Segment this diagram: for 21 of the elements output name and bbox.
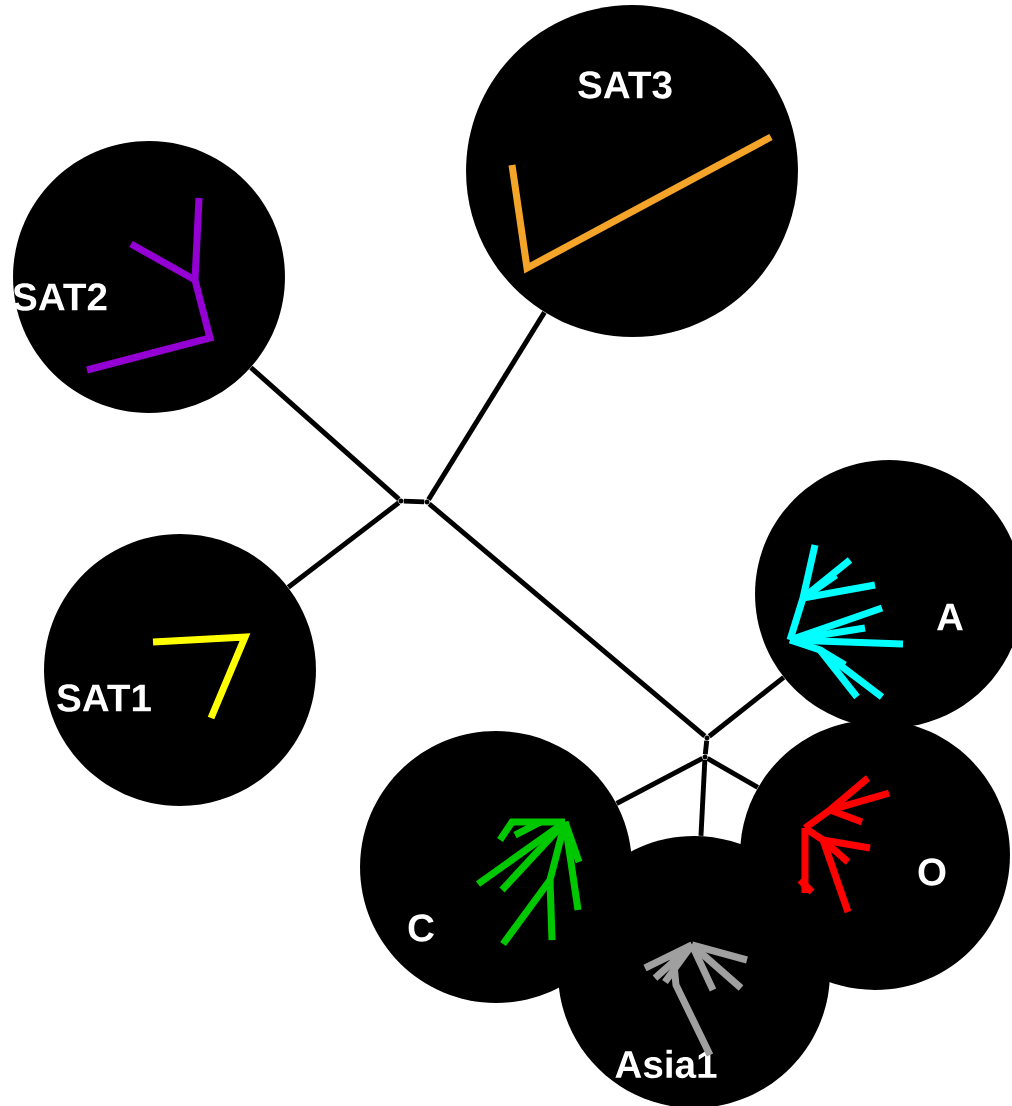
tree-branch [427, 501, 707, 739]
tree-branch [426, 311, 547, 501]
branch-point [702, 754, 708, 760]
tree-branch [286, 500, 401, 590]
tree-branch [403, 498, 425, 505]
branch-point [704, 735, 710, 741]
tree-branch [615, 756, 704, 806]
tree-branch [249, 365, 401, 501]
serotype-label: SAT2 [13, 283, 107, 311]
serotype-label: C [408, 914, 434, 942]
serotype-label: O [918, 858, 946, 886]
branch-point [424, 499, 430, 505]
tree-branch [698, 759, 708, 836]
tree-branch [707, 675, 786, 739]
branch-point [398, 498, 404, 504]
tree-branch [706, 756, 759, 790]
serotype-label: Asia1 [615, 1049, 717, 1079]
tree-branch [702, 740, 710, 755]
serotype-label: SAT3 [578, 71, 672, 99]
serotype-label: SAT1 [57, 684, 151, 712]
serotype-label: A [937, 603, 963, 631]
